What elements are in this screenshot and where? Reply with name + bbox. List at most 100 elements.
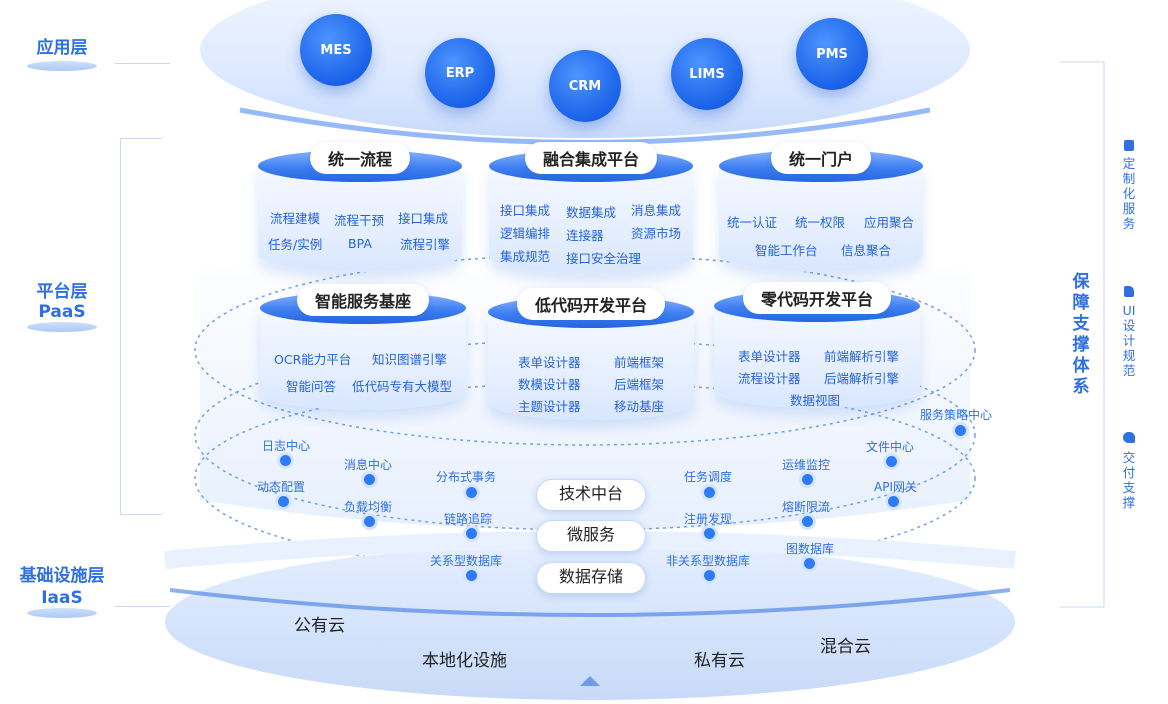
module-item: 前端框架	[614, 355, 665, 370]
service-label: 图数据库	[786, 542, 835, 556]
module-integration-platform[interactable]: 融合集成平台 接口集成 数据集成 消息集成 逻辑编排 连接器 资源市场 集成规范…	[489, 142, 693, 274]
module-item: 知识图谱引擎	[372, 352, 448, 367]
module-item: 流程引擎	[400, 237, 451, 252]
module-item: 连接器	[566, 228, 604, 243]
private-cloud-label: 私有云	[694, 651, 745, 671]
handshake-icon	[1123, 432, 1135, 443]
module-item: 智能工作台	[755, 243, 818, 258]
service-dot[interactable]	[364, 474, 375, 485]
connector-line	[115, 606, 170, 607]
service-label: 服务策略中心	[920, 408, 993, 422]
on-premise-label: 本地化设施	[422, 651, 507, 671]
service-label: 分布式事务	[436, 470, 497, 484]
service-dot[interactable]	[466, 570, 477, 581]
module-item: 统一权限	[795, 215, 846, 230]
module-item: 逻辑编排	[500, 226, 551, 241]
app-mes[interactable]: MES	[300, 14, 372, 86]
app-lims[interactable]: LIMS	[671, 38, 743, 110]
module-item: 信息聚合	[841, 243, 892, 258]
infra-layer-label: 基础设施层	[19, 566, 105, 586]
module-ai-foundation[interactable]: 智能服务基座 OCR能力平台 知识图谱引擎 智能问答 低代码专有大模型	[260, 284, 466, 410]
module-item: 前端解析引擎	[824, 349, 900, 364]
service-dot[interactable]	[802, 474, 813, 485]
data-storage-pill[interactable]: 数据存储	[536, 562, 646, 594]
service-dot[interactable]	[888, 496, 899, 507]
module-item: 表单设计器	[518, 355, 581, 370]
module-unified-process[interactable]: 统一流程 流程建模 流程干预 接口集成 任务/实例 BPA 流程引擎	[258, 142, 462, 272]
module-title: 零代码开发平台	[742, 282, 892, 314]
support-item-ui-spec: UI设计规范	[1122, 303, 1136, 378]
service-dot[interactable]	[704, 570, 715, 581]
module-item: 后端框架	[614, 377, 665, 392]
module-item: 接口集成	[500, 203, 551, 218]
service-label: 负载均衡	[344, 500, 393, 514]
module-item: 接口集成	[398, 211, 449, 226]
module-item: 数据集成	[566, 205, 617, 220]
module-item: BPA	[348, 236, 372, 251]
module-item: OCR能力平台	[274, 352, 352, 367]
app-crm[interactable]: CRM	[549, 50, 621, 122]
module-item: 后端解析引擎	[824, 371, 900, 386]
app-erp[interactable]: ERP	[425, 38, 495, 108]
service-label: 文件中心	[866, 440, 915, 454]
module-item: 流程设计器	[738, 371, 801, 386]
module-title: 低代码开发平台	[516, 288, 666, 320]
module-item: 统一认证	[727, 215, 778, 230]
module-item: 接口安全治理	[566, 251, 642, 266]
module-item: 数模设计器	[518, 377, 581, 392]
service-dot[interactable]	[955, 425, 966, 436]
service-label: 熔断限流	[782, 500, 831, 514]
module-unified-portal[interactable]: 统一门户 统一认证 统一权限 应用聚合 智能工作台 信息聚合	[719, 142, 923, 272]
infra-layer-pad	[27, 608, 97, 618]
service-dot[interactable]	[704, 528, 715, 539]
module-item: 智能问答	[286, 379, 337, 394]
service-dot[interactable]	[364, 516, 375, 527]
service-dot[interactable]	[804, 558, 815, 569]
module-item: 移动基座	[614, 399, 665, 414]
module-title: 统一流程	[309, 142, 411, 174]
service-label: 注册发现	[684, 512, 733, 526]
bracket-bottom	[120, 514, 162, 515]
service-dot[interactable]	[886, 456, 897, 467]
service-label: 非关系型数据库	[666, 554, 751, 568]
module-item: 集成规范	[500, 249, 551, 264]
connector-line	[115, 63, 170, 64]
module-nocode-platform[interactable]: 零代码开发平台 表单设计器 前端解析引擎 流程设计器 后端解析引擎 数据视图	[714, 282, 920, 408]
bracket-top	[120, 138, 162, 139]
support-item-custom-service: 定制化服务	[1122, 156, 1136, 231]
module-item: 表单设计器	[738, 349, 801, 364]
app-layer-label: 应用层	[36, 38, 88, 58]
platform-layer-label: 平台层	[36, 282, 88, 302]
service-dot[interactable]	[466, 487, 477, 498]
module-item: 应用聚合	[864, 215, 915, 230]
platform-layer-sub: PaaS	[38, 302, 86, 322]
app-pms[interactable]: PMS	[796, 18, 868, 90]
service-dot[interactable]	[278, 496, 289, 507]
service-label: 链路追踪	[444, 512, 493, 526]
service-label: 任务调度	[684, 470, 733, 484]
public-cloud-label: 公有云	[294, 616, 345, 636]
module-lowcode-platform[interactable]: 低代码开发平台 表单设计器 前端框架 数模设计器 后端框架 主题设计器 移动基座	[488, 288, 694, 420]
service-dot[interactable]	[802, 516, 813, 527]
service-dot[interactable]	[280, 455, 291, 466]
support-system-title: 保障支撑体系	[1072, 272, 1090, 397]
support-item-delivery: 交付支撑	[1122, 450, 1136, 510]
service-label: 动态配置	[257, 480, 306, 494]
platform-bracket	[120, 138, 121, 514]
hybrid-cloud-label: 混合云	[820, 637, 871, 657]
tech-middle-platform-pill[interactable]: 技术中台	[536, 479, 646, 511]
document-icon	[1124, 140, 1134, 151]
service-label: API网关	[874, 480, 917, 494]
module-title: 统一门户	[770, 142, 872, 174]
service-dot[interactable]	[466, 528, 477, 539]
service-label: 日志中心	[262, 439, 311, 453]
platform-layer-pad	[27, 322, 97, 332]
module-item: 主题设计器	[518, 399, 581, 414]
file-icon	[1124, 286, 1134, 297]
module-title: 融合集成平台	[524, 142, 658, 174]
microservice-pill[interactable]: 微服务	[536, 520, 646, 552]
service-dot[interactable]	[704, 487, 715, 498]
service-label: 运维监控	[782, 458, 831, 472]
infra-layer-sub: IaaS	[41, 588, 83, 608]
service-label: 消息中心	[344, 458, 393, 472]
